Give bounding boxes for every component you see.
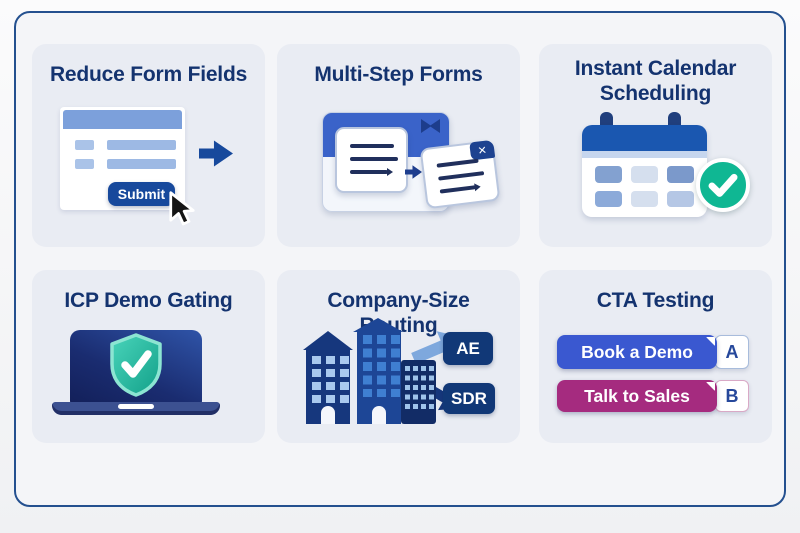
check-circle-icon	[696, 158, 750, 212]
form-field-row	[75, 159, 176, 169]
card-icp-demo-gating: ICP Demo Gating	[32, 270, 265, 443]
calendar-day-cell	[595, 190, 622, 207]
calendar-day-cells	[595, 166, 694, 207]
card-title: CTA Testing	[596, 289, 715, 312]
text-line	[350, 168, 393, 176]
calendar-day-cell	[667, 166, 694, 183]
arrow-right-icon	[199, 140, 233, 167]
form-field-row	[75, 140, 176, 150]
cursor-icon	[169, 191, 195, 226]
form-header-bar	[63, 110, 182, 129]
calendar-illustration	[539, 44, 772, 247]
form-step-card-2: ✕	[419, 139, 501, 210]
card-company-size-routing: Company-Size Routing	[277, 270, 520, 443]
card-title: Reduce Form Fields	[49, 63, 248, 86]
calendar-day-cell	[631, 166, 658, 183]
infographic-panel: Reduce Form Fields Submit Multi-Ste	[14, 11, 786, 507]
text-line	[438, 171, 485, 181]
book-a-demo-button: Book a Demo	[557, 335, 717, 369]
multi-step-forms-illustration: ✕	[277, 44, 520, 247]
submit-button: Submit	[108, 182, 175, 206]
reduce-form-fields-illustration: Submit	[32, 44, 265, 247]
shield-check-icon	[110, 333, 162, 397]
ae-badge: AE	[443, 332, 493, 365]
form-field-label	[75, 159, 94, 169]
calendar-day-cell	[595, 166, 622, 183]
variant-b-tag: B	[715, 380, 749, 412]
sdr-badge: SDR	[443, 383, 495, 414]
card-cta-testing: CTA Testing Book a Demo A Talk to Sales …	[539, 270, 772, 443]
card-title: ICP Demo Gating	[64, 289, 233, 312]
close-icon: ✕	[469, 139, 496, 161]
form-field-input	[107, 140, 176, 150]
cta-testing-illustration: Book a Demo A Talk to Sales B	[539, 270, 772, 443]
routing-illustration: AE SDR	[277, 270, 520, 443]
calendar-header	[582, 125, 707, 151]
card-reduce-form-fields: Reduce Form Fields Submit	[32, 44, 265, 247]
variant-a-tag: A	[715, 335, 749, 369]
text-line	[350, 144, 394, 148]
text-line	[439, 185, 476, 194]
calendar-strip	[582, 151, 707, 158]
text-line	[436, 158, 479, 168]
card-instant-calendar-scheduling: Instant Calendar Scheduling	[539, 44, 772, 247]
form-mock: Submit	[60, 107, 185, 210]
calendar-icon	[582, 125, 707, 217]
laptop-notch	[118, 404, 154, 409]
text-line	[350, 157, 398, 161]
card-title: Multi-Step Forms	[314, 63, 483, 86]
talk-to-sales-button: Talk to Sales	[557, 380, 717, 412]
laptop-base	[52, 402, 220, 415]
calendar-day-cell	[631, 190, 658, 207]
laptop-shield-illustration	[32, 270, 265, 443]
form-step-card-1	[335, 127, 408, 193]
card-title: Instant Calendar Scheduling	[574, 57, 737, 105]
buildings-icon	[303, 318, 464, 424]
bowtie-icon	[421, 119, 440, 133]
form-field-label	[75, 140, 94, 150]
form-field-input	[107, 159, 176, 169]
card-multi-step-forms: Multi-Step Forms ✕	[277, 44, 520, 247]
calendar-day-cell	[667, 190, 694, 207]
